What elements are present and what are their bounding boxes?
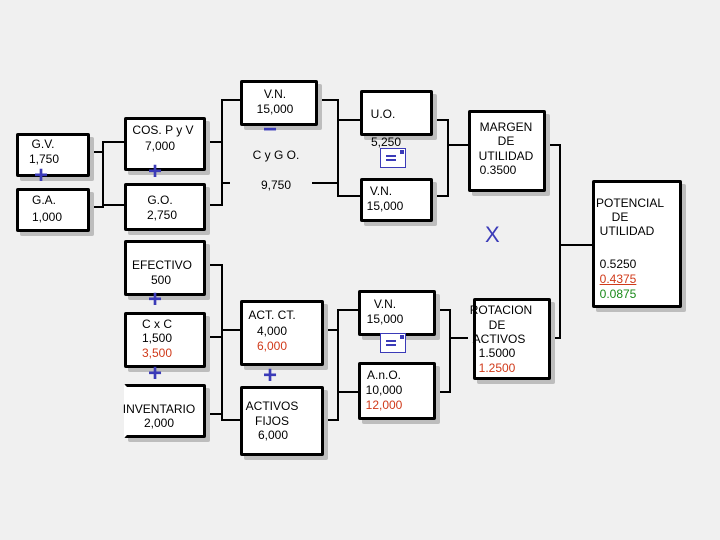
go-value: 2,750 [146, 208, 178, 222]
minus-icon: − [263, 116, 278, 143]
vn-bot-label: V.N. [373, 297, 397, 311]
rotacion-line3: ACTIVOS [472, 332, 526, 346]
ano-label: A.n.O. [366, 368, 401, 382]
margen-line1: MARGEN [479, 120, 533, 134]
rotacion-line1: ROTACION [469, 303, 533, 317]
node-cxc [124, 312, 206, 368]
cxc-label: C x C [142, 317, 172, 331]
node-vn-top [240, 80, 318, 126]
ga-label: G.A. [31, 193, 56, 207]
uo-value: 5,250 [370, 135, 402, 149]
vn-top-label: V.N. [263, 87, 287, 101]
node-potencial [592, 180, 682, 308]
plus-icon: + [148, 360, 163, 387]
efectivo-value: 500 [150, 273, 172, 287]
cygo-label: C y G O. [252, 148, 300, 162]
cos-pyv-label: COS. P y V [132, 123, 194, 137]
activos-fijos-line1: ACTIVOS [245, 399, 299, 413]
vn-top-value: 15,000 [256, 102, 294, 116]
rotacion-line2: DE [488, 318, 506, 332]
node-ano [358, 362, 436, 420]
node-ga [16, 188, 90, 232]
divide-icon [380, 148, 406, 168]
act-ct-value: 4,000 [256, 324, 288, 338]
potencial-value3: 0.0875 [599, 287, 637, 301]
margen-value: 0.3500 [479, 163, 517, 177]
uo-label: U.O. [370, 107, 396, 121]
plus-icon: + [34, 162, 49, 189]
potencial-value2: 0.4375 [599, 272, 637, 286]
gv-value: 1,750 [28, 152, 60, 166]
ano-value: 10,000 [365, 383, 403, 397]
times-icon: X [485, 222, 500, 247]
activos-fijos-value: 6,000 [257, 428, 289, 442]
vn-mid-label: V.N. [369, 184, 393, 198]
efectivo-label: EFECTIVO [131, 258, 192, 272]
divide-icon [380, 333, 406, 353]
ano-value-alt: 12,000 [365, 398, 403, 412]
node-inventario [124, 384, 206, 438]
act-ct-label: ACT. CT. [248, 308, 296, 322]
margen-line3: UTILIDAD [478, 149, 534, 163]
act-ct-value-alt: 6,000 [256, 339, 288, 353]
node-efectivo [124, 240, 206, 296]
rotacion-value-alt: 1.2500 [478, 361, 516, 375]
vn-mid-value: 15,000 [366, 199, 404, 213]
potencial-line1: POTENCIAL [595, 196, 664, 210]
cygo-value: 9,750 [260, 178, 292, 192]
potencial-value1: 0.5250 [599, 257, 637, 271]
plus-icon: + [148, 286, 163, 313]
inventario-value: 2,000 [143, 416, 175, 430]
ga-value: 1,000 [31, 210, 63, 224]
vn-bot-value: 15,000 [366, 312, 404, 326]
plus-icon: + [263, 362, 278, 389]
node-cos-pyv [124, 117, 206, 171]
cxc-value: 1,500 [141, 331, 173, 345]
rotacion-value: 1.5000 [478, 346, 516, 360]
potencial-line3: UTILIDAD [599, 224, 655, 238]
node-rotacion [473, 298, 551, 380]
node-act-ct [240, 300, 324, 366]
potencial-line2: DE [611, 210, 629, 224]
node-go [124, 183, 206, 231]
cos-pyv-value: 7,000 [144, 139, 176, 153]
go-label: G.O. [147, 193, 173, 207]
node-uo [360, 90, 433, 136]
node-activos-fijos [240, 386, 324, 456]
activos-fijos-line2: FIJOS [254, 414, 289, 428]
node-vn-mid [360, 178, 433, 222]
node-gv [16, 133, 90, 177]
plus-icon: + [148, 158, 163, 185]
node-margen [468, 110, 546, 192]
margen-line2: DE [497, 134, 515, 148]
gv-label: G.V. [31, 137, 55, 151]
inventario-label: INVENTARIO [122, 402, 196, 416]
cxc-value-alt: 3,500 [141, 346, 173, 360]
